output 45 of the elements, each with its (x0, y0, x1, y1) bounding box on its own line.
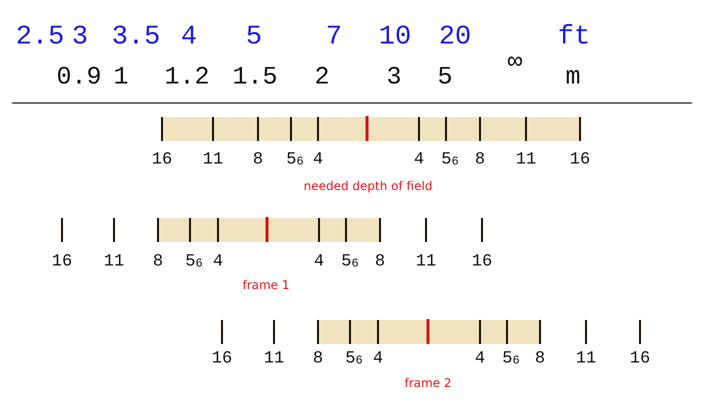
f-number-label: 16 (212, 350, 232, 368)
f-number-label: 11 (516, 152, 536, 168)
f-number-label: 11 (202, 152, 224, 168)
distance-number: 2 (314, 64, 330, 90)
f-number-label: 8 (152, 254, 164, 270)
f-number-label: 11 (576, 350, 596, 368)
distance-number: 1.2 (164, 64, 210, 90)
caption: frame 2 (404, 377, 452, 389)
f-number-label: 8 (312, 350, 324, 368)
f-number-label: 16 (570, 152, 590, 168)
distance-number: 20 (438, 24, 472, 52)
unit-label: ft (558, 24, 590, 52)
distance-number: 0.9 (56, 64, 102, 90)
distance-number: 4 (180, 24, 198, 52)
distance-number: 1 (114, 64, 128, 90)
f-number-label: 16 (52, 254, 72, 270)
distance-number: 3 (72, 24, 88, 52)
f-number-label: 8 (534, 350, 546, 368)
distance-number: 3 (386, 64, 402, 90)
f-number-label: 4 (312, 152, 324, 168)
f-number-label: 8 (252, 152, 264, 168)
f-number-label: 4 (314, 254, 324, 270)
distance-number: 10 (378, 24, 412, 52)
f-number-label: 4 (372, 350, 384, 368)
distance-number: 5 (438, 64, 452, 90)
f-number-label: 16 (472, 254, 492, 270)
f-number-label: 11 (416, 254, 436, 270)
f-number-label: 16 (630, 350, 650, 368)
distance-number: 5 (246, 24, 262, 52)
f-number-label: 8 (474, 152, 486, 168)
f-number-label: 4 (474, 350, 486, 368)
f-number-label: 4 (414, 152, 424, 168)
caption: needed depth of field (304, 180, 432, 192)
unit-label: m (566, 64, 580, 90)
f-number-label: 4 (212, 254, 224, 270)
distance-number: 2.5 (16, 24, 64, 52)
caption: frame 1 (242, 279, 290, 291)
f-number-label: 11 (104, 254, 124, 270)
distance-number: 1.5 (232, 64, 278, 90)
distance-number: 3.5 (112, 24, 160, 52)
distance-number: 7 (326, 24, 342, 52)
f-number-label: 8 (374, 254, 386, 270)
f-number-label: 11 (264, 350, 284, 368)
f-number-label: 16 (152, 152, 172, 168)
infinity-symbol: ∞ (508, 50, 522, 74)
